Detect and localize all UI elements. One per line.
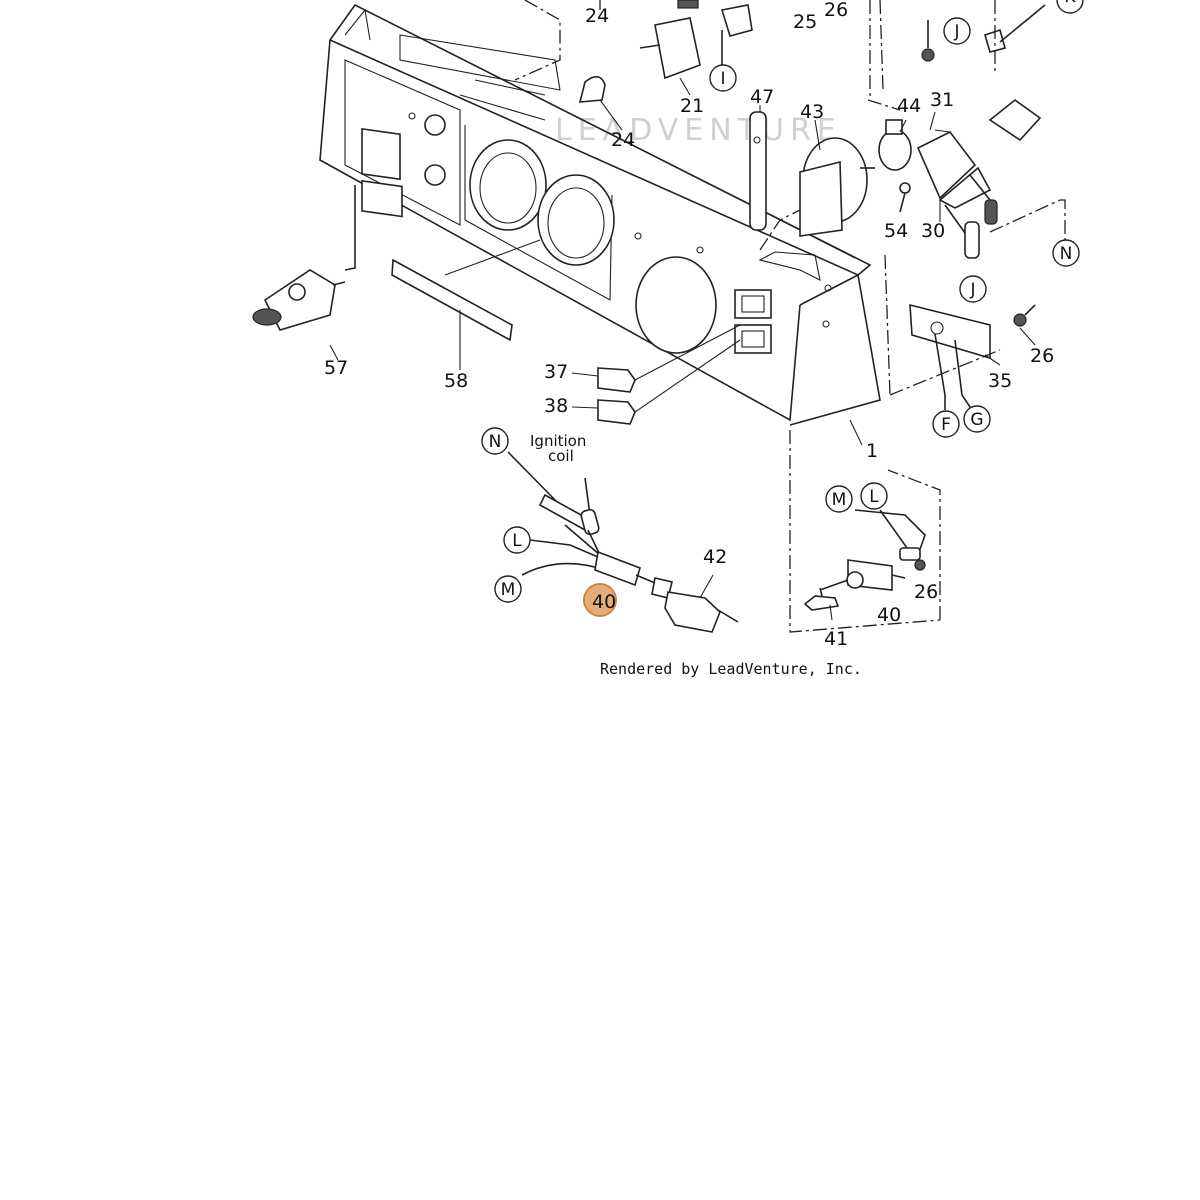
callout-f: F	[932, 410, 960, 438]
svg-text:G: G	[970, 410, 983, 430]
part-number: 41	[824, 628, 848, 650]
part-number-highlighted: 40	[592, 591, 616, 613]
screw-part-54	[899, 182, 911, 213]
callout-g: G	[963, 405, 991, 433]
part-number: 40	[877, 604, 901, 626]
svg-text:L: L	[512, 531, 522, 551]
lever-part-47	[749, 111, 767, 231]
relay-part-21	[639, 0, 701, 80]
svg-text:F: F	[941, 415, 951, 435]
svg-text:L: L	[869, 487, 879, 507]
callout-n-right: N	[1052, 239, 1080, 267]
svg-text:I: I	[720, 69, 725, 89]
callout-j-top: J	[943, 17, 971, 45]
screw-part-topright	[921, 4, 1046, 62]
plate-part-35	[909, 303, 1036, 411]
key-switch-part-44	[878, 119, 912, 171]
part-number: 42	[703, 546, 727, 568]
callout-l-right: L	[860, 482, 888, 510]
part-number: 47	[750, 86, 774, 108]
rocker-switch-part-38	[597, 399, 636, 425]
callout-i: I	[709, 64, 737, 92]
svg-text:M: M	[832, 490, 847, 510]
ignition-switch-part-30	[916, 129, 998, 259]
watermark-text: LEADVENTURE	[555, 113, 842, 148]
part-number: 57	[324, 357, 348, 379]
part-number: 21	[680, 95, 704, 117]
part-number: 26	[914, 581, 938, 603]
render-credit: Rendered by LeadVenture, Inc.	[600, 660, 862, 678]
highlighted-part-40[interactable]: 40	[583, 583, 617, 617]
bulb-part-24	[578, 75, 606, 103]
part-number: 26	[1030, 345, 1054, 367]
callout-m-left: M	[494, 575, 522, 603]
part-number: 24	[611, 129, 635, 151]
part-number: 38	[544, 395, 568, 417]
ignition-label-line1: Ignition	[530, 432, 586, 450]
callout-l-left: L	[503, 526, 531, 554]
part-number: 26	[824, 0, 848, 21]
svg-text:K: K	[1064, 0, 1076, 7]
part-number: 37	[544, 361, 568, 383]
part-number: 58	[444, 370, 468, 392]
power-outlet-part-57	[252, 185, 356, 331]
ignition-coil-label: Ignition coil	[530, 432, 586, 465]
cover-part	[988, 98, 1042, 142]
part-number: 30	[921, 220, 945, 242]
label-strip-part-58	[391, 258, 513, 342]
knob-part-43	[799, 137, 875, 237]
part-number: 44	[897, 95, 921, 117]
callout-n-left: N	[481, 427, 509, 455]
ignition-label-line2: coil	[548, 447, 574, 465]
wire-harness-part-40	[507, 451, 739, 633]
light-socket-part-40	[803, 509, 926, 621]
svg-text:N: N	[489, 432, 502, 452]
part-number: 31	[930, 89, 954, 111]
callout-k: K	[1056, 0, 1084, 14]
callout-j-mid: J	[959, 275, 987, 303]
part-number: 54	[884, 220, 908, 242]
dashboard-panel	[319, 3, 881, 426]
bracket-part	[720, 4, 753, 65]
svg-text:J: J	[953, 22, 959, 42]
part-number: 24	[585, 5, 609, 27]
part-number-labels: 24 24 21 25 26 47 43 44 31 54 30 57 58 3…	[324, 0, 1054, 650]
part-number: 43	[800, 101, 824, 123]
svg-text:J: J	[969, 280, 975, 300]
rocker-switch-part-37	[597, 367, 636, 393]
part-number: 25	[793, 11, 817, 33]
svg-text:M: M	[501, 580, 516, 600]
svg-text:N: N	[1060, 244, 1073, 264]
part-number: 1	[866, 440, 878, 462]
callout-m-right: M	[825, 485, 853, 513]
part-number: 35	[988, 370, 1012, 392]
